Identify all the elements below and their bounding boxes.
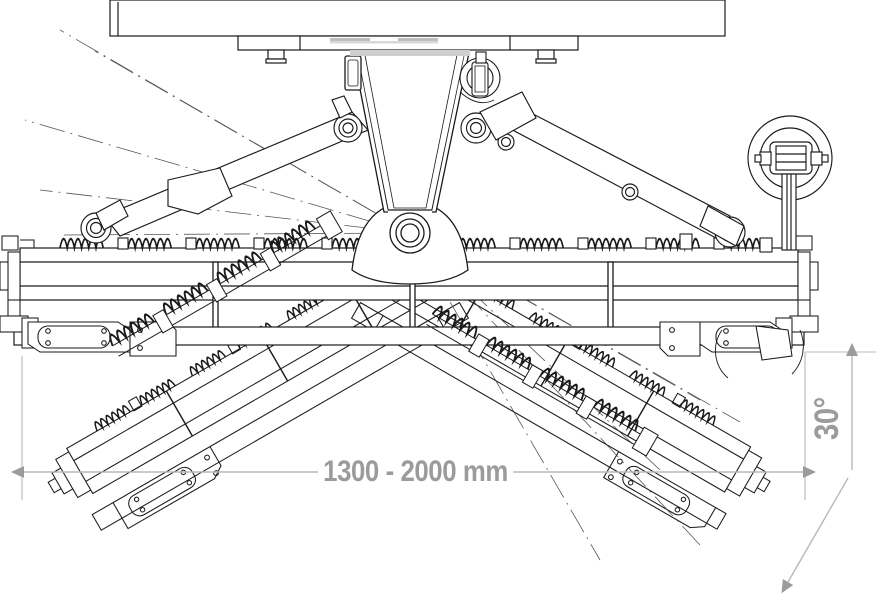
top-mount-plate: [109, 0, 726, 64]
brush-right-end-fittings: [659, 235, 819, 379]
upper-right-pivot: [459, 51, 501, 104]
dimension-length-label: 1300 - 2000 mm: [318, 455, 514, 489]
flexible-drive-shaft-left: [105, 210, 343, 357]
right-linkage-arm: [460, 91, 746, 248]
support-wheel-assembly: [747, 115, 833, 251]
left-linkage-arm: [80, 95, 369, 244]
center-pivot-hub: [351, 201, 469, 285]
brush-left-end-fittings: [0, 235, 177, 357]
dimension-angle-arrows: [781, 343, 858, 594]
center-triangular-frame: [344, 47, 471, 213]
dimension-angle-label: 30°: [808, 397, 846, 440]
top-plate-bolt-shading: [330, 38, 470, 56]
brush-lower-rail: [13, 326, 805, 346]
flexible-drive-shaft-right: [426, 303, 659, 457]
brush-body-coils: [58, 233, 773, 253]
